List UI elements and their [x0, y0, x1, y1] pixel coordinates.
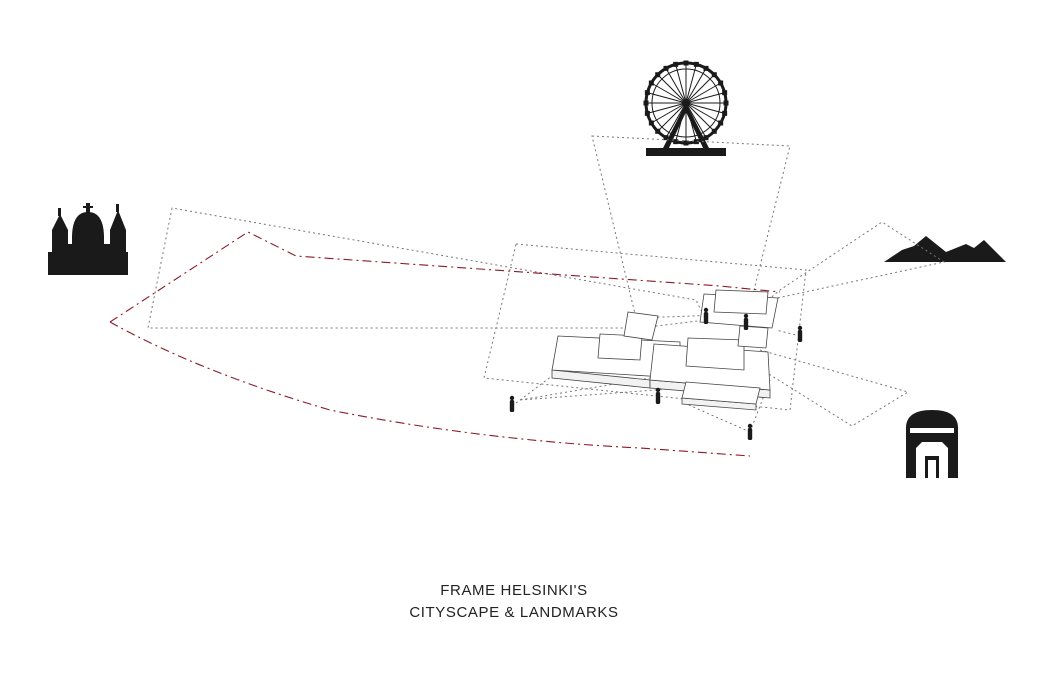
person-icon: [655, 387, 661, 404]
person-icon: [743, 313, 749, 330]
person-icon: [747, 423, 753, 440]
arch-monument-icon: [906, 410, 958, 478]
mountains-icon: [884, 236, 1006, 262]
ferris-wheel-icon: [643, 60, 729, 156]
person-icon: [509, 395, 515, 412]
cathedral-icon: [48, 203, 128, 275]
sightlines: [147, 135, 946, 433]
caption-line-2: CITYSCAPE & LANDMARKS: [409, 604, 619, 621]
route-path: [109, 231, 781, 457]
people: [509, 307, 803, 440]
person-icon: [797, 325, 803, 342]
person-icon: [703, 307, 709, 324]
caption-line-1: FRAME HELSINKI'S: [440, 582, 588, 599]
building-massing: [551, 289, 779, 411]
